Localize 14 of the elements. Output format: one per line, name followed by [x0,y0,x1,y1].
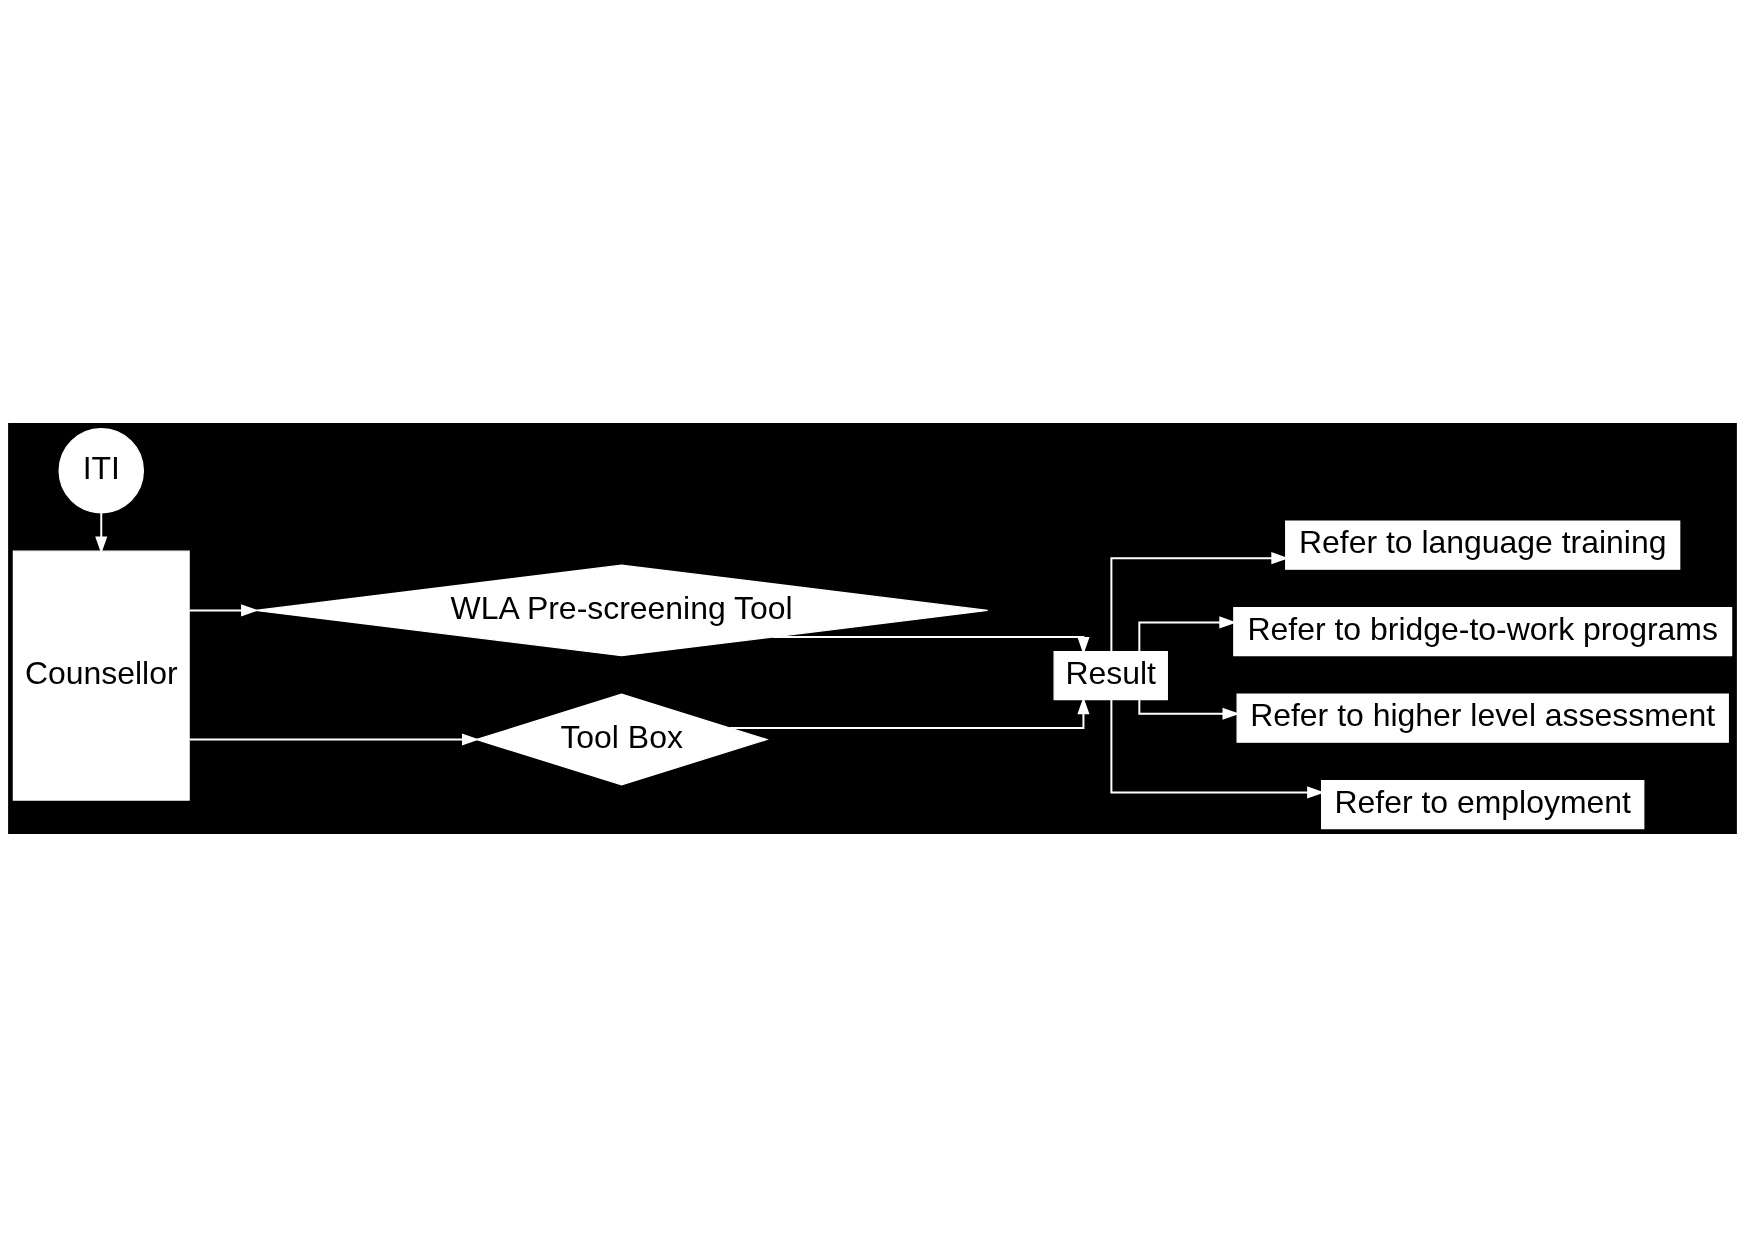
node-circle: ITI [58,427,145,513]
node-box: Counsellor [12,550,190,801]
arrow [1138,698,1240,720]
arrow [1110,551,1289,652]
arrow [188,603,259,616]
node-box: Refer to language training [1285,520,1681,570]
arrow [188,732,480,746]
node-box: Refer to higher level assessment [1236,693,1729,743]
arrow [95,511,108,554]
node-box: Refer to employment [1321,779,1645,829]
node-box: Result [1053,650,1168,700]
node-box: Refer to bridge-to-work programs [1233,606,1733,656]
arrow [771,635,1090,654]
arrow [1138,615,1237,652]
